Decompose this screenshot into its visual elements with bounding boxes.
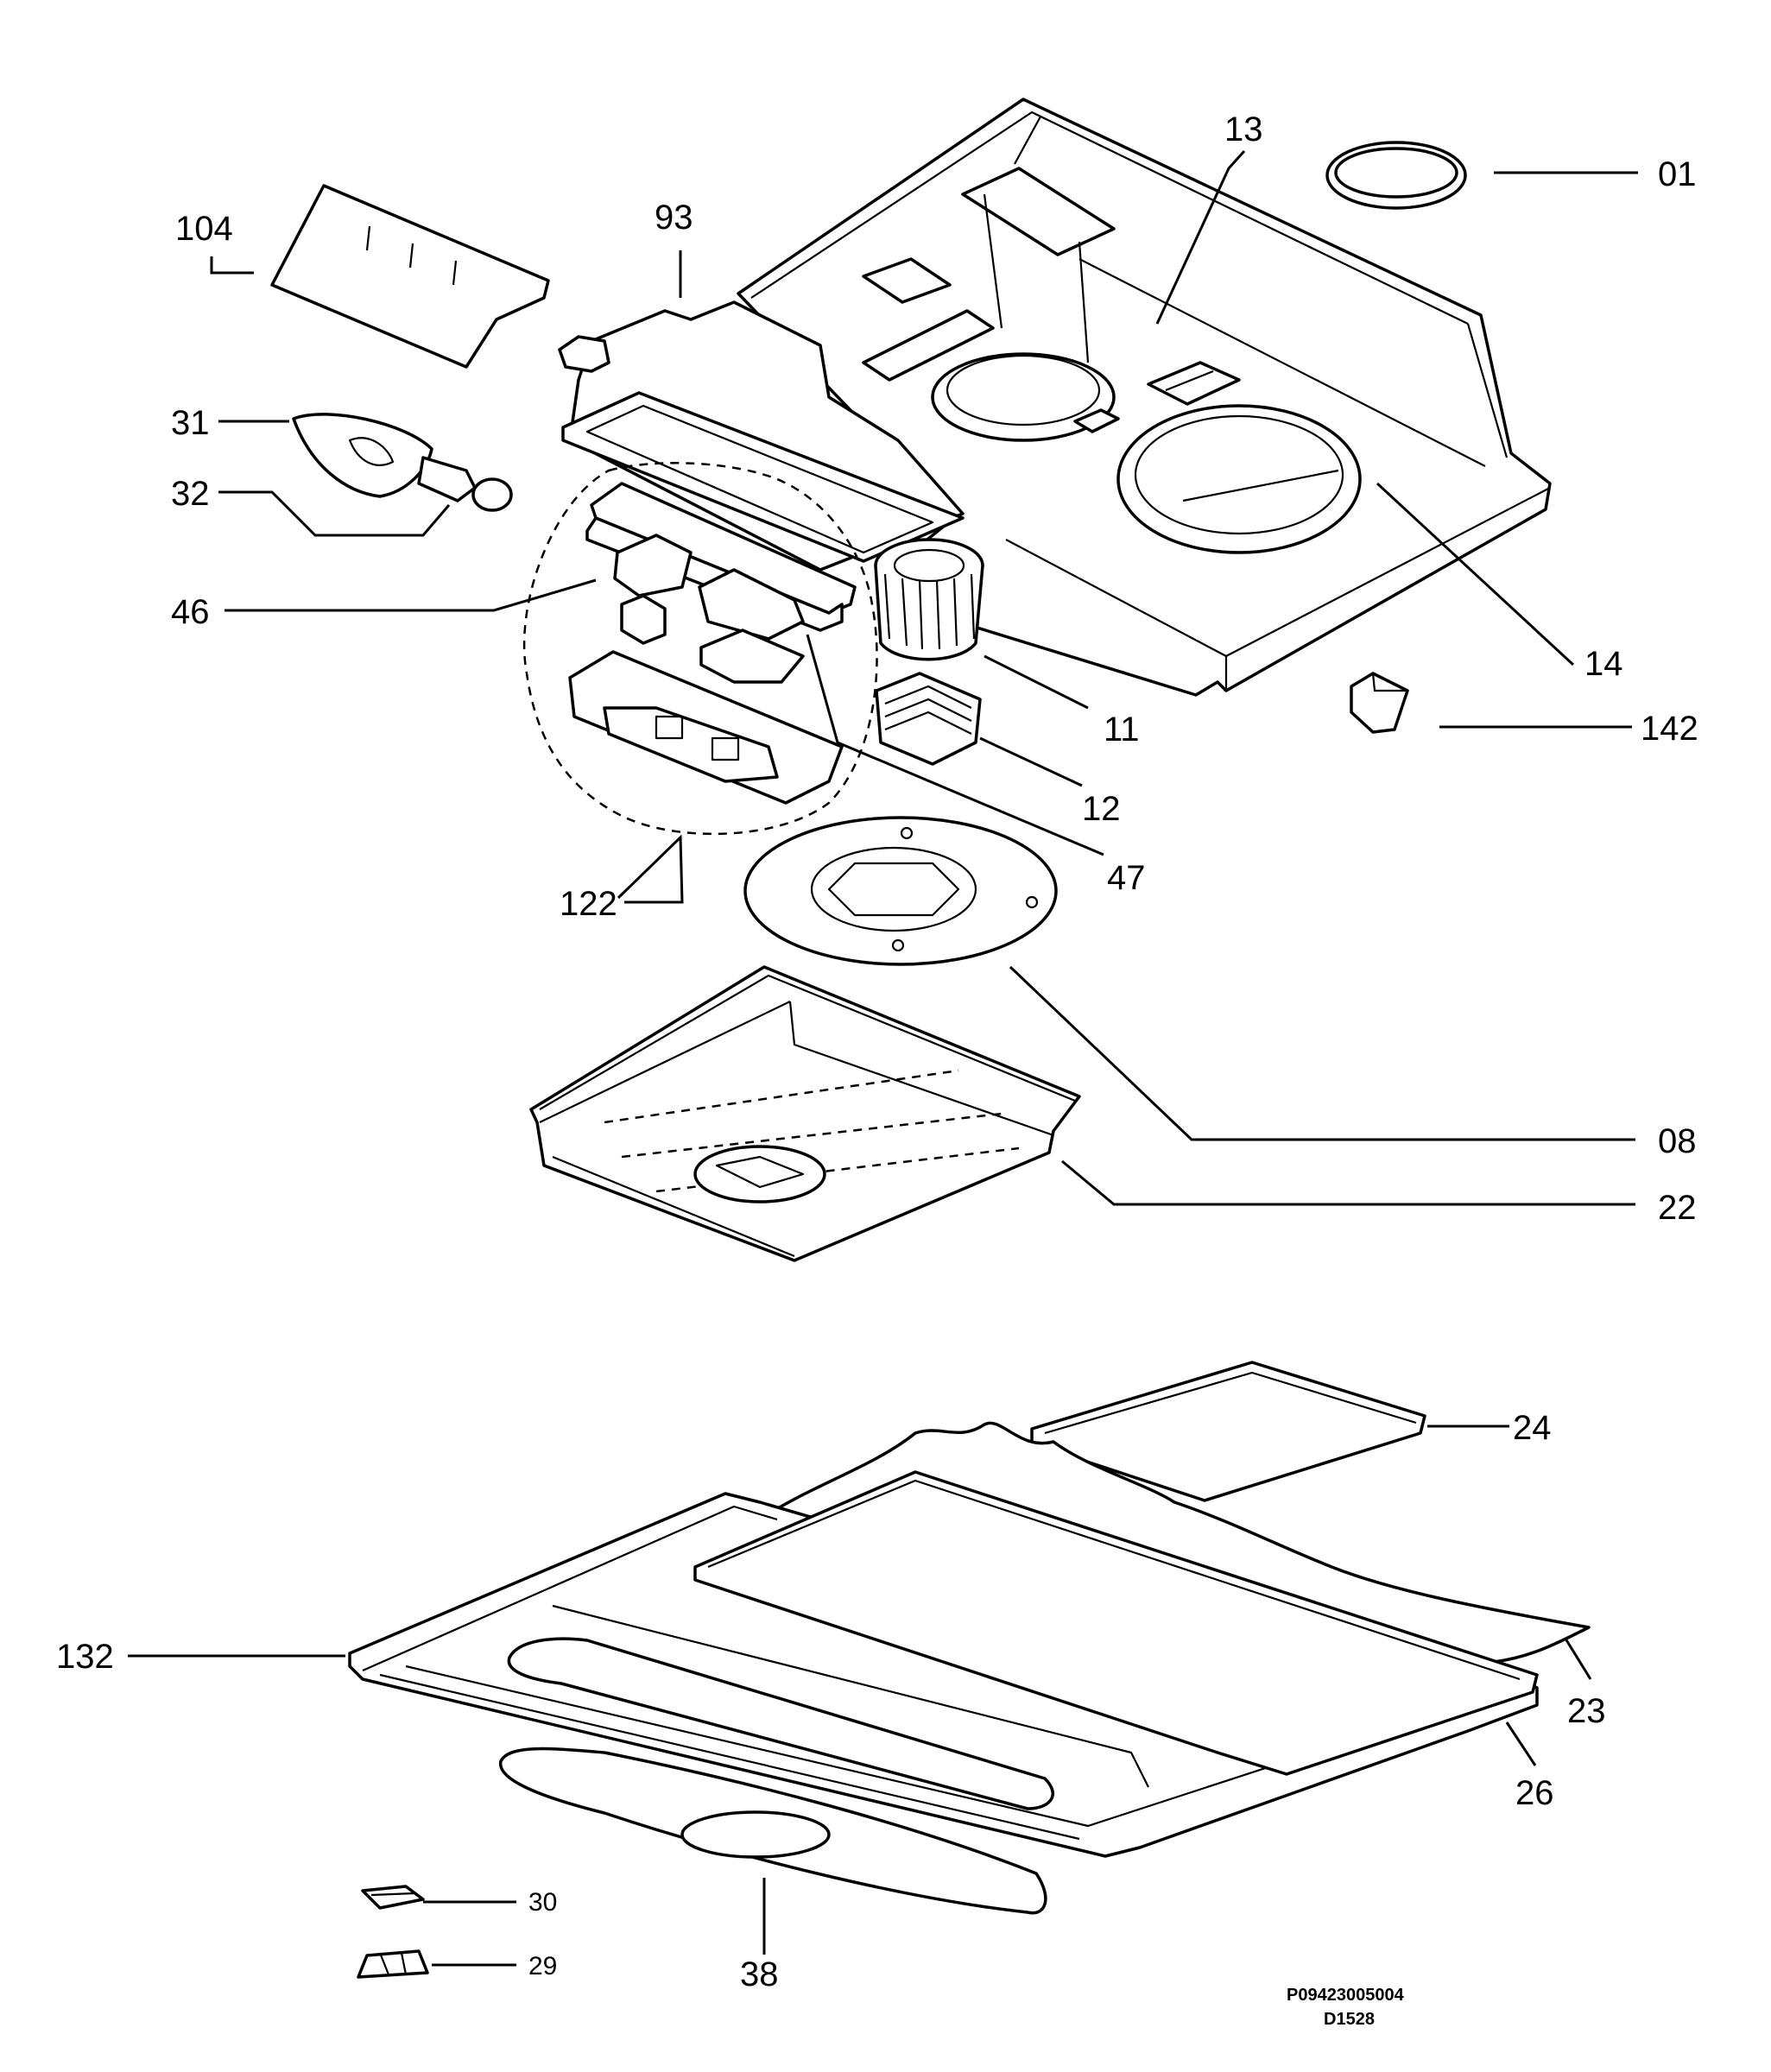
drawing-number: P09423005004 [1287,1986,1405,2005]
label-part-38: 38 [740,1955,779,1993]
label-part-30: 30 [528,1888,557,1917]
label-part-104: 104 [175,210,233,248]
label-part-23: 23 [1567,1692,1606,1730]
label-part-93: 93 [655,199,693,237]
cover-sheet-part [758,1421,1591,1664]
label-part-14: 14 [1584,645,1623,683]
label-part-132: 132 [56,1638,114,1676]
drawing-reference: P09423005004 D1528 [1287,1986,1405,2029]
part-labels: 01 13 93 104 31 32 46 11 14 142 12 47 12… [56,111,1698,1993]
label-part-46: 46 [171,593,210,631]
label-part-26: 26 [1515,1774,1554,1812]
flange-plate-part [743,816,1058,966]
label-part-47: 47 [1107,859,1146,897]
gasket-ring-part [1325,141,1467,210]
label-part-22: 22 [1658,1189,1697,1227]
glass-canopy-part [348,1470,1539,1858]
switch-housing-part [568,482,857,805]
label-part-01: 01 [1658,155,1697,193]
mounting-clip-part [1350,672,1409,734]
label-part-13: 13 [1224,111,1263,148]
lamp-cover-frame-part [558,300,965,572]
revision-code: D1528 [1324,2010,1375,2029]
light-diffuser-part [270,184,550,369]
label-part-08: 08 [1658,1122,1697,1160]
label-part-31: 31 [171,404,210,442]
label-part-122: 122 [560,885,617,923]
label-part-24: 24 [1513,1409,1552,1447]
label-part-29: 29 [528,1952,557,1980]
fan-motor-part [875,672,982,766]
fan-wheel-part [874,538,984,661]
label-part-12: 12 [1082,790,1121,828]
label-part-32: 32 [171,475,210,513]
logo-badge-part [361,1885,425,1910]
leader-lines [128,149,1638,1967]
light-bulb-part [292,413,513,512]
switch-assembly-outline [522,462,878,836]
label-badge-part [357,1949,429,1979]
filter-tray-part [529,965,1081,1262]
label-part-142: 142 [1641,710,1698,748]
handle-trim-part [498,1747,1047,1915]
label-part-11: 11 [1104,711,1140,749]
